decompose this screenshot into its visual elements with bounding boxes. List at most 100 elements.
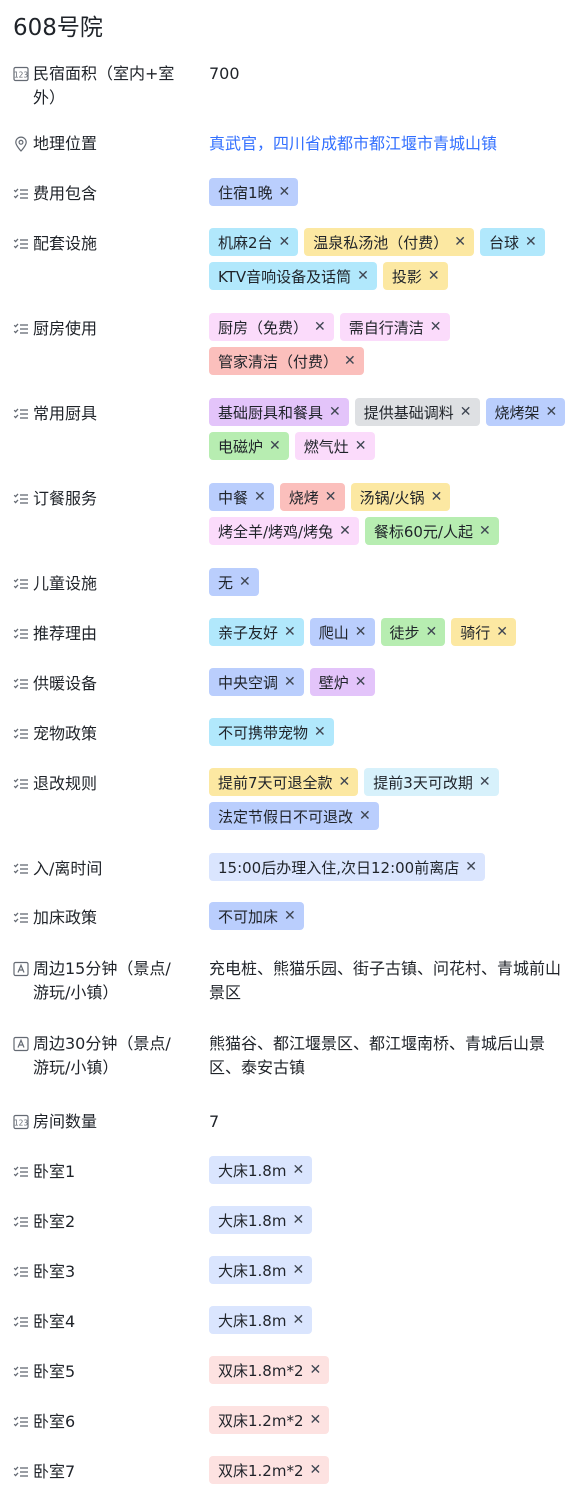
- option-tag: 大床1.8m✕: [209, 1306, 313, 1334]
- remove-tag-icon[interactable]: ✕: [239, 574, 251, 590]
- remove-tag-icon[interactable]: ✕: [427, 268, 440, 284]
- remove-tag-icon[interactable]: ✕: [314, 724, 326, 740]
- field-value: 充电桩、熊猫乐园、街子古镇、问花村、青城前山景区: [209, 959, 562, 1002]
- tag-list: 15:00后办理入住,次日12:00前离店✕: [209, 853, 581, 887]
- option-tag: 爬山 ✕: [309, 618, 375, 646]
- field-label: 加床政策: [33, 908, 98, 927]
- remove-tag-icon[interactable]: ✕: [354, 438, 367, 454]
- remove-tag-icon[interactable]: ✕: [284, 674, 296, 690]
- remove-tag-icon[interactable]: ✕: [459, 404, 472, 420]
- remove-tag-icon[interactable]: ✕: [525, 234, 537, 250]
- tag-list: 无✕: [209, 568, 581, 602]
- remove-tag-icon[interactable]: ✕: [254, 489, 266, 505]
- remove-tag-icon[interactable]: ✕: [465, 859, 477, 875]
- remove-tag-icon[interactable]: ✕: [292, 1212, 305, 1228]
- option-tag: 大床1.8m✕: [209, 1156, 313, 1184]
- tag-label: 厨房（免费）: [218, 318, 309, 337]
- field-label: 费用包含: [33, 184, 98, 203]
- remove-tag-icon[interactable]: ✕: [478, 774, 491, 790]
- remove-tag-icon[interactable]: ✕: [354, 674, 367, 690]
- field-label: 卧室3: [33, 1262, 76, 1281]
- record-title: 608号院: [13, 15, 103, 41]
- tag-list: 机麻2台✕温泉私汤池（付费）✕台球✕KTV音响设备及话筒✕投影✕: [209, 228, 581, 296]
- option-tag: 投影 ✕: [382, 262, 448, 290]
- option-tag: 汤锅/火锅✕: [350, 483, 451, 511]
- field-label: 推荐理由: [33, 624, 98, 643]
- remove-tag-icon[interactable]: ✕: [292, 1162, 305, 1178]
- remove-tag-icon[interactable]: ✕: [359, 808, 371, 824]
- field-value: 7: [209, 1112, 220, 1131]
- tag-label: 温泉私汤池（付费）: [313, 233, 449, 252]
- location-link[interactable]: 真武官，四川省成都市都江堰市青城山镇: [209, 134, 498, 153]
- remove-tag-icon[interactable]: ✕: [429, 319, 442, 335]
- checklist-icon: [13, 487, 33, 511]
- field-name: 卧室5: [13, 1360, 198, 1384]
- tag-label: 机麻2台: [218, 233, 273, 252]
- field-name: 配套设施: [13, 232, 198, 256]
- checklist-icon: [13, 402, 33, 426]
- remove-tag-icon[interactable]: ✕: [338, 774, 351, 790]
- remove-tag-icon[interactable]: ✕: [545, 404, 558, 420]
- tag-label: 双床1.2m*2: [218, 1461, 304, 1480]
- remove-tag-icon[interactable]: ✕: [329, 404, 341, 420]
- remove-tag-icon[interactable]: ✕: [284, 624, 296, 640]
- remove-tag-icon[interactable]: ✕: [425, 624, 438, 640]
- option-tag: 大床1.8m✕: [209, 1206, 313, 1234]
- remove-tag-icon[interactable]: ✕: [292, 1262, 305, 1278]
- remove-tag-icon[interactable]: ✕: [269, 438, 281, 454]
- checklist-icon: [13, 772, 33, 796]
- checklist-icon: [13, 672, 33, 696]
- tag-label: 电磁炉: [218, 437, 264, 456]
- checklist-icon: [13, 1410, 33, 1434]
- checklist-icon: [13, 1360, 33, 1384]
- option-tag: 管家清洁（付费）✕: [209, 347, 364, 375]
- field-name: 宠物政策: [13, 722, 198, 746]
- remove-tag-icon[interactable]: ✕: [339, 523, 351, 539]
- remove-tag-icon[interactable]: ✕: [430, 489, 443, 505]
- remove-tag-icon[interactable]: ✕: [284, 908, 296, 924]
- checklist-icon: [13, 1210, 33, 1234]
- field-name: 周边30分钟（景点/游玩/小镇）: [13, 1032, 198, 1080]
- tag-list: 住宿1晚✕: [209, 178, 581, 212]
- option-tag: 双床1.8m*2 ✕: [209, 1356, 330, 1384]
- checklist-icon: [13, 722, 33, 746]
- tag-label: 双床1.8m*2: [218, 1361, 304, 1380]
- field-name: 入/离时间: [13, 857, 198, 881]
- field-label: 周边15分钟（景点/游玩/小镇）: [33, 959, 171, 1002]
- tag-label: 骑行: [460, 623, 491, 642]
- option-tag: 法定节假日不可退改✕: [209, 802, 379, 830]
- remove-tag-icon[interactable]: ✕: [278, 234, 291, 250]
- remove-tag-icon[interactable]: ✕: [344, 353, 356, 369]
- field-label: 常用厨具: [33, 404, 98, 423]
- tag-label: 台球: [489, 233, 520, 252]
- tag-list: 双床1.8m*2 ✕: [209, 1356, 581, 1390]
- tag-label: 餐标60元/人起: [373, 522, 473, 541]
- tag-label: 大床1.8m: [218, 1261, 287, 1280]
- option-tag: 无✕: [209, 568, 259, 596]
- remove-tag-icon[interactable]: ✕: [309, 1362, 322, 1378]
- remove-tag-icon[interactable]: ✕: [314, 319, 326, 335]
- option-tag: 住宿1晚✕: [209, 178, 299, 206]
- tag-label: 投影: [391, 267, 422, 286]
- option-tag: 餐标60元/人起 ✕: [364, 517, 499, 545]
- field-label: 供暖设备: [33, 674, 98, 693]
- tag-list: 亲子友好✕爬山✕徒步✕骑行✕: [209, 618, 581, 652]
- remove-tag-icon[interactable]: ✕: [324, 489, 337, 505]
- tag-label: 徒步: [389, 623, 420, 642]
- remove-tag-icon[interactable]: ✕: [357, 268, 369, 284]
- field-name: 卧室1: [13, 1160, 198, 1184]
- field-label: 周边30分钟（景点/游玩/小镇）: [33, 1034, 171, 1077]
- field-label: 卧室2: [33, 1212, 76, 1231]
- remove-tag-icon[interactable]: ✕: [454, 234, 467, 250]
- field-name: 退改规则: [13, 772, 198, 796]
- remove-tag-icon[interactable]: ✕: [479, 523, 491, 539]
- remove-tag-icon[interactable]: ✕: [309, 1462, 322, 1478]
- remove-tag-icon[interactable]: ✕: [278, 184, 291, 200]
- tag-label: 爬山: [318, 623, 349, 642]
- tag-list: 不可携带宠物✕: [209, 718, 581, 752]
- remove-tag-icon[interactable]: ✕: [292, 1312, 305, 1328]
- remove-tag-icon[interactable]: ✕: [309, 1412, 322, 1428]
- remove-tag-icon[interactable]: ✕: [496, 624, 508, 640]
- remove-tag-icon[interactable]: ✕: [354, 624, 367, 640]
